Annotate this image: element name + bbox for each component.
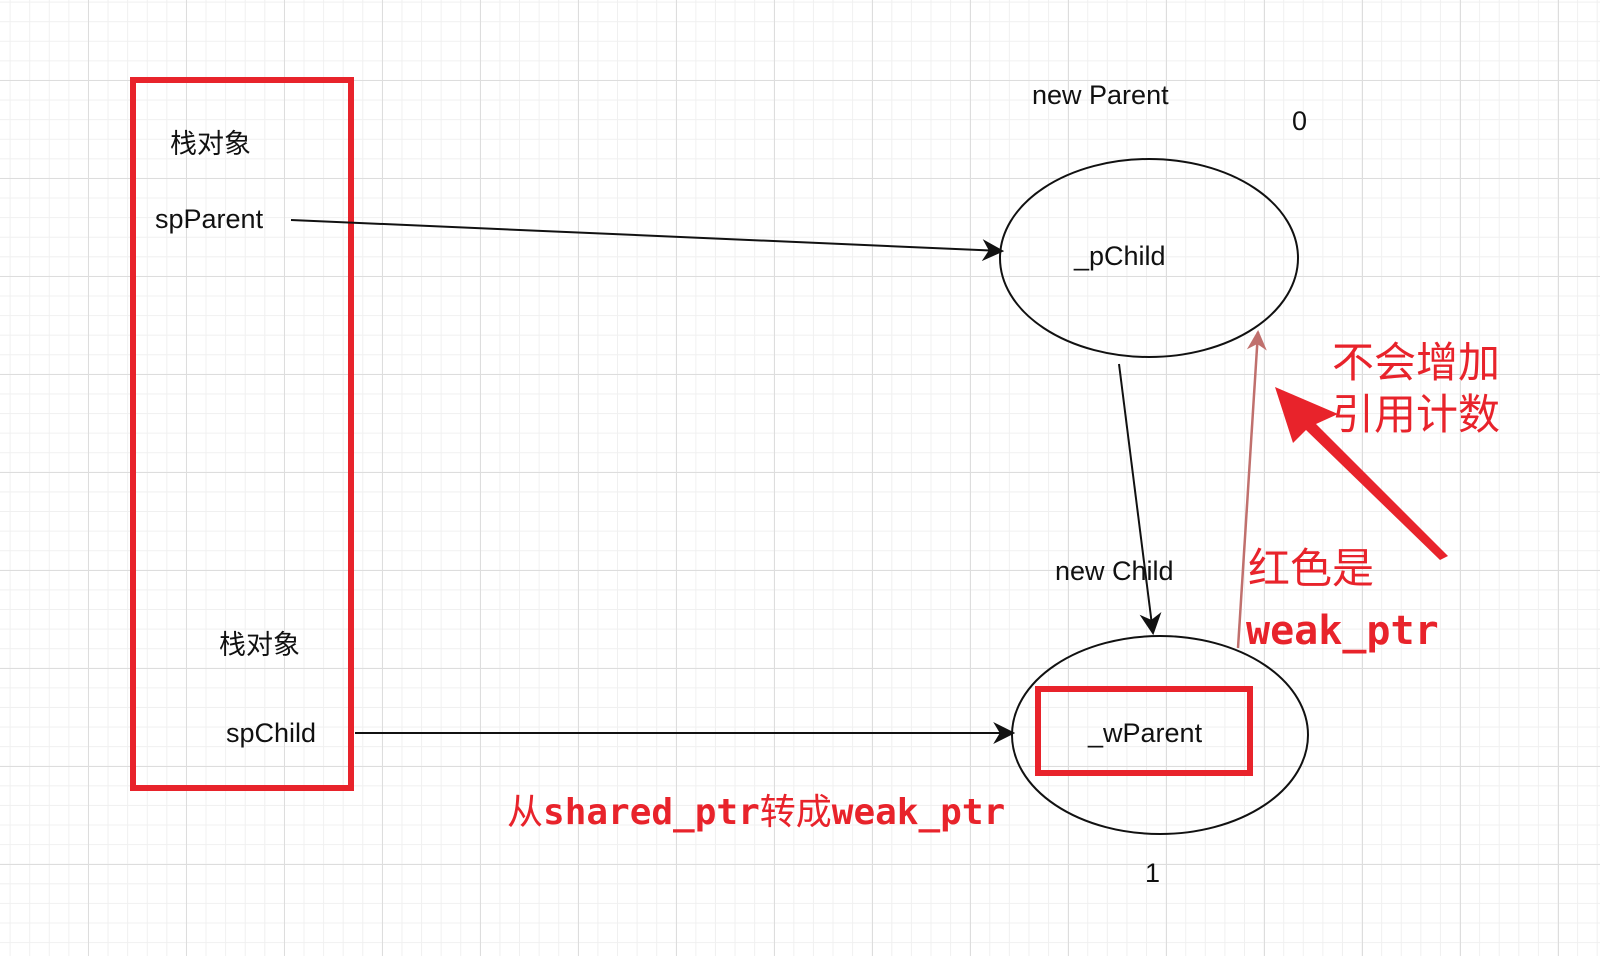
annotation-conversion: 从shared_ptr转成weak_ptr	[507, 795, 1005, 831]
arrow-spparent-to-parent	[290, 219, 1005, 262]
conversion-weak: weak_ptr	[831, 792, 1006, 833]
child-member-wparent[interactable]: _wParent	[1088, 718, 1203, 748]
weak-parent-highlight-box[interactable]	[1035, 686, 1253, 776]
stack-heading-top: 栈对象	[170, 129, 251, 160]
conversion-shared: shared_ptr	[543, 792, 760, 833]
parent-ref-count: 0	[1292, 106, 1308, 136]
stack-heading-bottom: 栈对象	[219, 630, 300, 661]
child-ref-count: 1	[1145, 858, 1161, 888]
arrow-weak-parent-to-parent	[1236, 330, 1267, 649]
annotation-weak-ptr: weak_ptr	[1246, 608, 1439, 654]
annotation-red-is: 红色是	[1248, 544, 1375, 593]
annotation-arrow	[1275, 387, 1448, 560]
stack-objects-box[interactable]	[130, 77, 354, 791]
stack-var-spparent[interactable]: spParent	[155, 204, 264, 234]
parent-object-title: new Parent	[1032, 80, 1169, 110]
conversion-to: 转成	[759, 792, 832, 833]
parent-member-pchild[interactable]: _pChild	[1074, 241, 1166, 271]
stack-var-spchild[interactable]: spChild	[226, 718, 317, 748]
conversion-from: 从	[507, 792, 544, 833]
child-object-title: new Child	[1055, 556, 1174, 586]
annotation-no-refcount-line2: 引用计数	[1332, 390, 1501, 439]
annotation-no-refcount-line1: 不会增加	[1332, 338, 1501, 387]
arrow-pchild-to-child	[1118, 363, 1162, 636]
